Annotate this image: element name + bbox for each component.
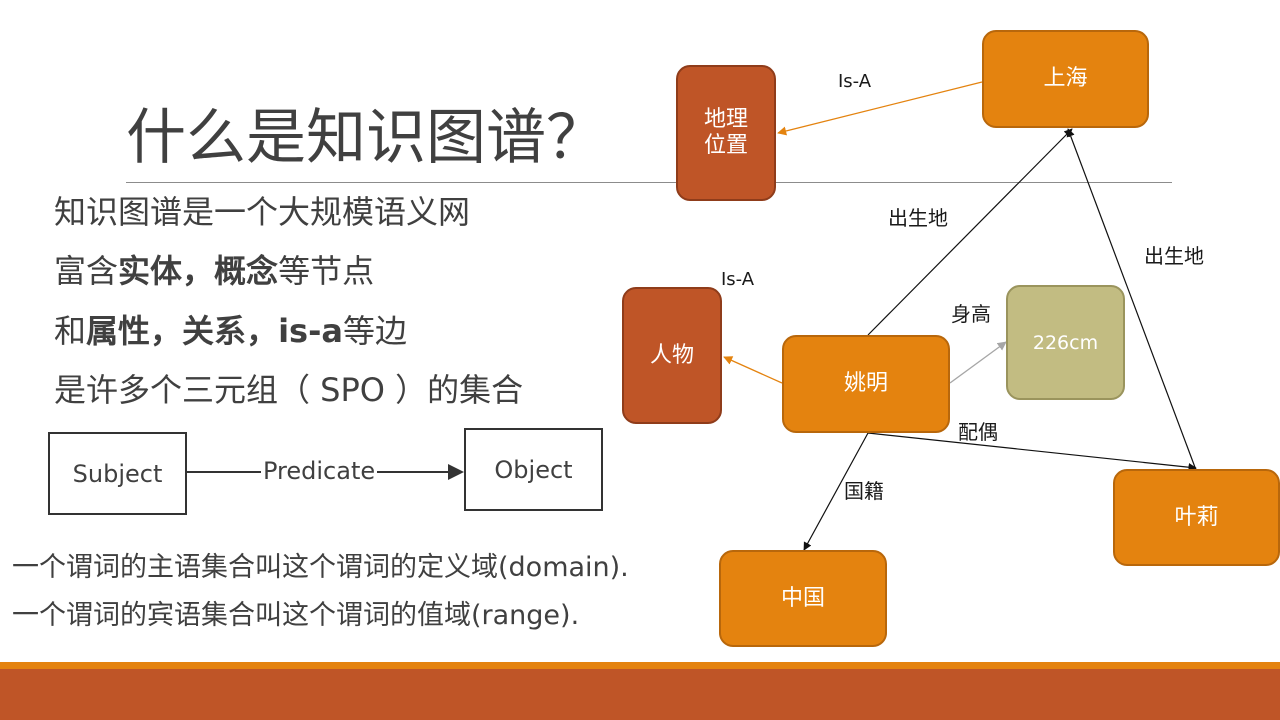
edge-yaoming-isa-person [723,356,783,384]
bullet-punct: ， [246,312,279,350]
edge-label-height: 身高 [951,302,991,326]
spo-subject-label: Subject [72,459,163,488]
edge-label-isa-person: Is-A [721,269,755,290]
bullet-bold-isa: is-a [278,312,343,350]
node-person: 人物 [622,287,722,424]
edge-label-spouse: 配偶 [958,420,998,444]
spo-object-box: Object [464,428,603,511]
bullet-bold-relation: 关系 [182,312,247,350]
bullet-text: 和 [54,312,87,350]
bullet-text: 等节点 [278,252,375,290]
node-label-line1: 地理 [703,107,748,132]
note-range: 一个谓词的宾语集合叫这个谓词的值域(range). [12,600,580,631]
node-label: 上海 [1043,66,1088,91]
bullet-bold-entity: 实体 [118,252,183,290]
edge-yaoming-birthplace-shanghai [867,128,1073,336]
edge-label-nationality: 国籍 [844,479,884,503]
edge-yaoming-height [949,341,1007,384]
edge-label-birthplace-left: 出生地 [888,206,948,230]
node-label: 226cm [1032,331,1099,354]
note-domain: 一个谓词的主语集合叫这个谓词的定义域(domain). [12,552,629,583]
edge-shanghai-isa-location [777,81,983,136]
node-yeli: 叶莉 [1113,469,1280,566]
footer-bar [0,669,1280,720]
bullet-punct: ， [182,252,215,290]
node-label: 中国 [780,585,825,611]
bullet-text: 富含 [54,252,119,290]
node-shanghai: 上海 [982,30,1149,128]
node-height-value: 226cm [1006,285,1125,400]
node-label: 姚明 [843,371,888,396]
edge-label-birthplace-right: 出生地 [1144,244,1204,268]
node-label: 人物 [649,342,694,368]
slide-title: 什么是知识图谱？ [126,103,606,173]
node-label-line2: 位置 [703,133,748,158]
edge-yeli-birthplace-shanghai [1066,128,1197,471]
edge-yaoming-spouse-yeli [867,432,1197,472]
node-china: 中国 [719,550,887,647]
spo-predicate-label: Predicate [261,455,378,487]
spo-arrowhead [448,464,464,480]
bullet-spo-triples: 是许多个三元组（ SPO ）的集合 [54,371,524,409]
bullet-bold-concept: 概念 [214,252,279,290]
title-divider [126,182,1172,183]
edge-yaoming-nationality-china [803,432,869,551]
bullet-punct: ， [150,312,183,350]
bullet-edges: 和属性，关系，is-a等边 [54,309,407,353]
bullet-text: 等边 [342,312,407,350]
edge-label-isa-top: Is-A [838,71,872,92]
bullet-bold-attribute: 属性 [86,312,151,350]
node-yaoming: 姚明 [782,335,950,433]
spo-subject-box: Subject [48,432,187,515]
spo-object-label: Object [494,455,573,484]
bullet-semantic-network: 知识图谱是一个大规模语义网 [54,193,471,231]
footer-accent-strip [0,662,1280,669]
node-geographic-location: 地理位置 [676,65,776,201]
node-label: 叶莉 [1174,504,1219,530]
bullet-nodes: 富含实体，概念等节点 [54,249,374,293]
